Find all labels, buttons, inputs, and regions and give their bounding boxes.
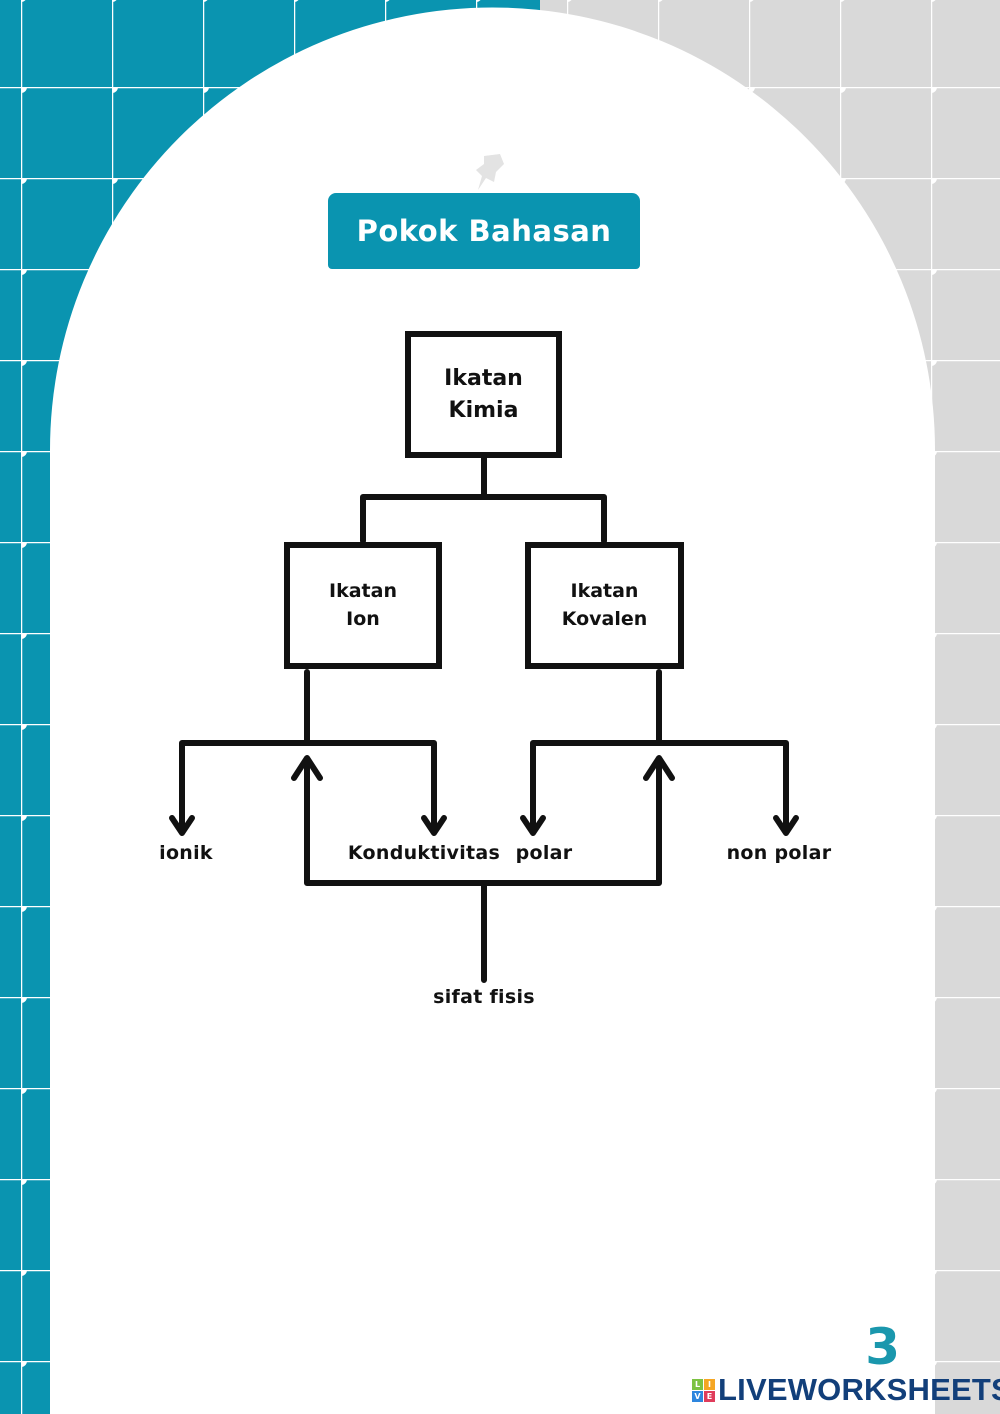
label-polar: polar xyxy=(515,842,573,864)
label-sifat-fisis: sifat fisis xyxy=(433,986,535,1008)
arrowhead-up-ion xyxy=(291,755,323,781)
arrowhead-konduktivitas xyxy=(421,815,447,836)
node-text: Ikatan xyxy=(444,365,523,391)
connector-sifat-fisis xyxy=(304,757,662,983)
node-text: Kovalen xyxy=(561,607,648,630)
label-non-polar: non polar xyxy=(726,842,832,864)
label-ionik: ionik xyxy=(159,842,213,864)
brand-text: LIVEWORKSHEETS xyxy=(718,1372,1000,1407)
node-text: Kimia xyxy=(448,397,519,423)
connector-root xyxy=(360,453,607,544)
label-konduktivitas: Konduktivitas xyxy=(347,842,501,864)
arrowhead-up-kovalen xyxy=(643,755,675,781)
node-text: Ikatan xyxy=(570,579,639,602)
connector-ion xyxy=(179,669,437,835)
page-number: 3 xyxy=(865,1318,900,1376)
arrowhead-polar xyxy=(520,815,546,836)
section-title: Pokok Bahasan xyxy=(356,214,612,248)
connector-kovalen xyxy=(530,669,789,835)
node-text: Ikatan xyxy=(329,579,397,602)
node-text: Ion xyxy=(346,607,380,630)
section-title-banner: Pokok Bahasan xyxy=(328,193,640,269)
arrowhead-ionik xyxy=(169,815,195,836)
arrowhead-nonpolar xyxy=(773,815,799,836)
white-arch xyxy=(50,7,935,1414)
pushpin-icon xyxy=(470,150,514,196)
